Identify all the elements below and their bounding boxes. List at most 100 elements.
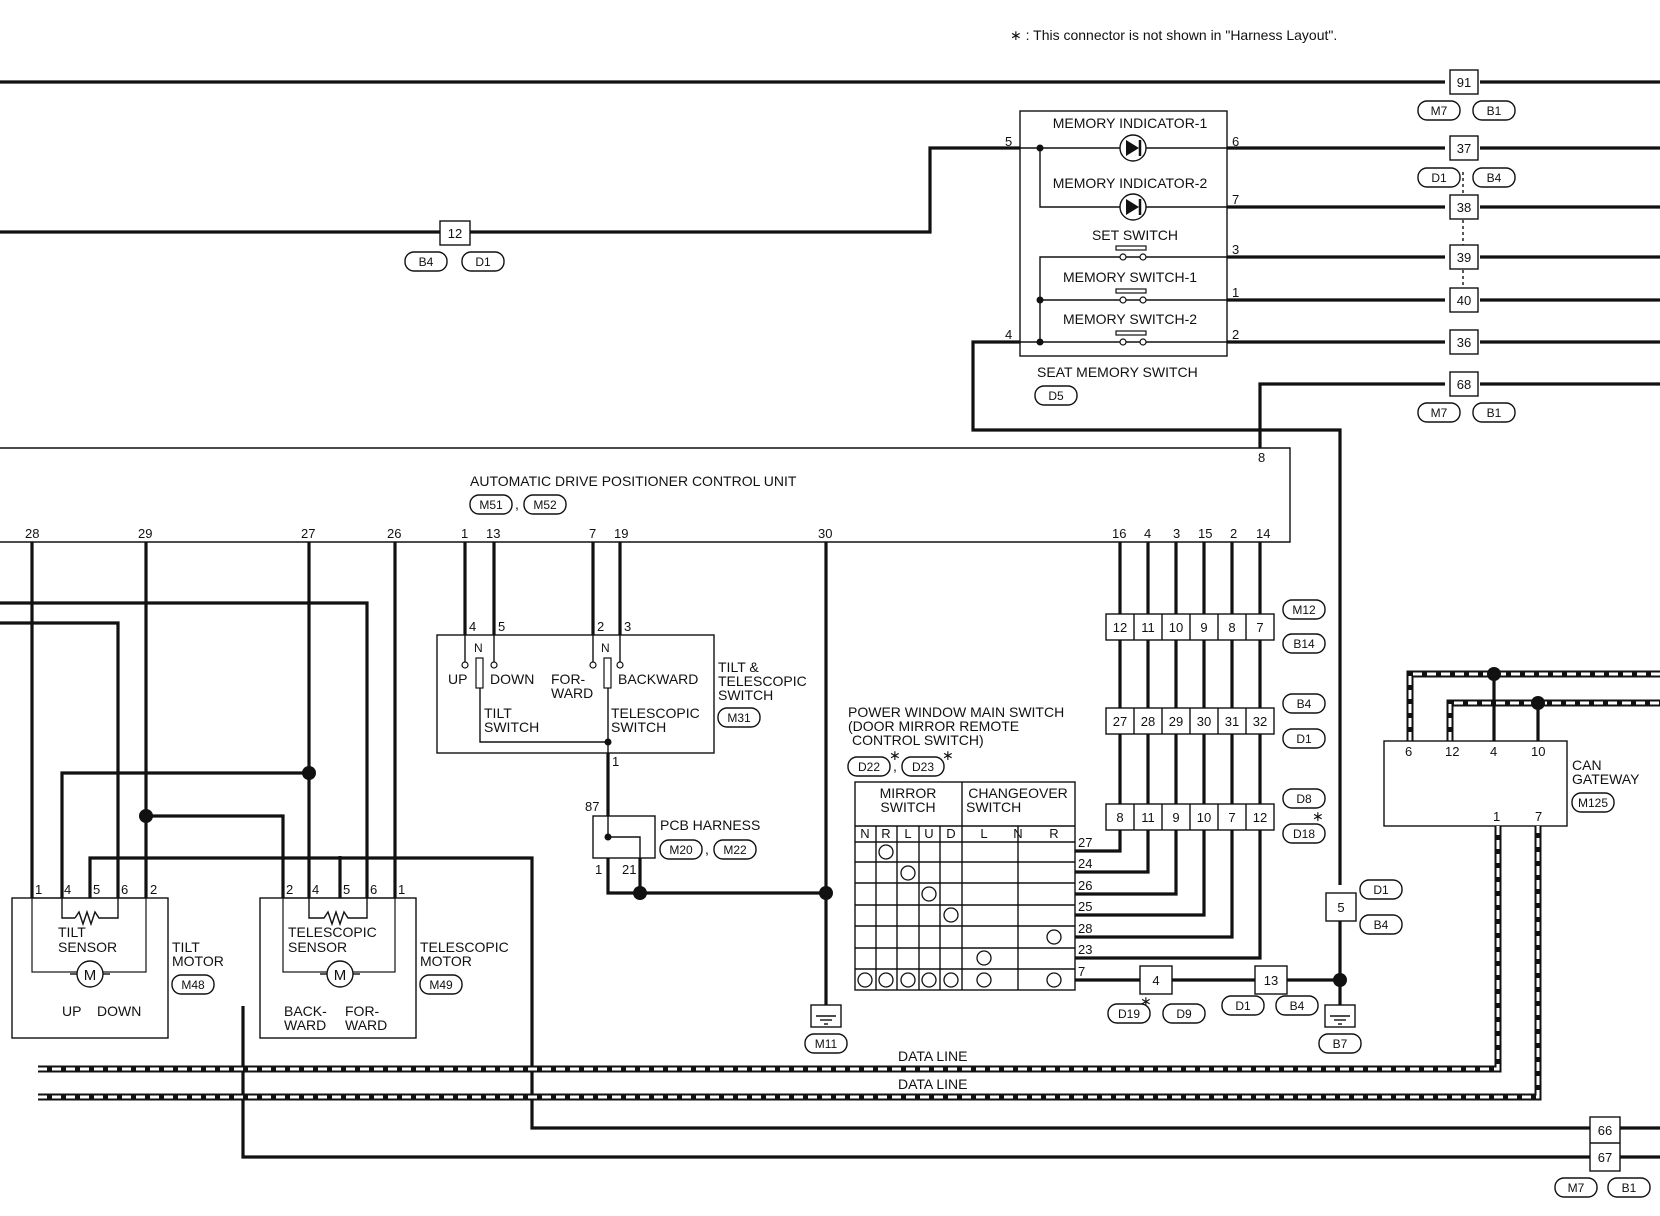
- svg-text:1: 1: [35, 882, 42, 897]
- svg-text:4: 4: [1005, 327, 1012, 342]
- svg-text:,: ,: [515, 496, 519, 512]
- svg-text:2: 2: [1232, 327, 1239, 342]
- svg-text:M51: M51: [479, 498, 503, 512]
- svg-text:24: 24: [1078, 856, 1092, 871]
- svg-text:B4: B4: [1297, 697, 1312, 711]
- svg-text:∗: ∗: [1312, 808, 1324, 824]
- svg-text:7: 7: [1535, 809, 1542, 824]
- led-icon: [1119, 134, 1147, 162]
- pcb-harness: 87 1 21 PCB HARNESS M20 , M22: [585, 542, 833, 1010]
- svg-text:7: 7: [1078, 964, 1085, 979]
- svg-text:CAN: CAN: [1572, 757, 1602, 773]
- pw-wires: [1075, 542, 1347, 1010]
- svg-text:MOTOR: MOTOR: [420, 953, 472, 969]
- power-window-main-switch: POWER WINDOW MAIN SWITCH (DOOR MIRROR RE…: [847, 704, 1092, 991]
- svg-text:2: 2: [286, 882, 293, 897]
- junction-connector-5: 5 D1 B4: [1325, 879, 1403, 935]
- svg-text:6: 6: [1405, 744, 1412, 759]
- svg-text:1: 1: [461, 526, 468, 541]
- svg-text:D1: D1: [1296, 732, 1312, 746]
- tilt-motor: 1 4 5 6 2 TILT SENSOR M UP DOWN TILT MOT…: [11, 882, 224, 1039]
- svg-text:26: 26: [387, 526, 401, 541]
- svg-text:31: 31: [1225, 714, 1239, 729]
- svg-text:37: 37: [1457, 141, 1471, 156]
- motor-wires: [0, 542, 1590, 1159]
- svg-text:(DOOR MIRROR REMOTE: (DOOR MIRROR REMOTE: [848, 718, 1019, 734]
- svg-text:M22: M22: [723, 843, 747, 857]
- svg-text:40: 40: [1457, 293, 1471, 308]
- svg-text:D18: D18: [1293, 827, 1315, 841]
- adp-control-unit: 8 AUTOMATIC DRIVE POSITIONER CONTROL UNI…: [0, 447, 1291, 543]
- can-gateway: 6 12 4 10 1 7 CAN GATEWAY M125: [1383, 667, 1660, 827]
- svg-text:B1: B1: [1622, 1181, 1637, 1195]
- svg-text:TELESCOPIC: TELESCOPIC: [718, 673, 807, 689]
- svg-text:4: 4: [64, 882, 71, 897]
- svg-text:29: 29: [138, 526, 152, 541]
- svg-text:8: 8: [1116, 810, 1123, 825]
- svg-text:8: 8: [1258, 450, 1265, 465]
- tilt-telescopic-switch: 4 5 2 3 N UP DOWN TILT SWITCH N FOR- WAR…: [436, 542, 807, 769]
- junction-connector-12: 12 B4 D1: [404, 220, 505, 272]
- svg-text:3: 3: [1232, 242, 1239, 257]
- svg-text:14: 14: [1256, 526, 1270, 541]
- ground-icon: B7: [1318, 1004, 1362, 1054]
- svg-text:12: 12: [1253, 810, 1267, 825]
- svg-text:N: N: [860, 826, 869, 841]
- svg-text:L: L: [904, 826, 911, 841]
- svg-text:21: 21: [622, 862, 636, 877]
- svg-text:L: L: [980, 826, 987, 841]
- svg-text:,: ,: [705, 841, 709, 857]
- motor-icon: M: [70, 960, 110, 988]
- svg-text:D1: D1: [1235, 999, 1251, 1013]
- svg-text:D22: D22: [858, 760, 880, 774]
- svg-text:M7: M7: [1568, 1181, 1585, 1195]
- svg-text:15: 15: [1198, 526, 1212, 541]
- svg-text:∗: ∗: [889, 747, 901, 763]
- svg-text:4: 4: [469, 619, 476, 634]
- svg-text:29: 29: [1169, 714, 1183, 729]
- svg-text:4: 4: [1152, 973, 1159, 988]
- svg-text:D8: D8: [1296, 792, 1312, 806]
- svg-text:28: 28: [1141, 714, 1155, 729]
- svg-text:TELESCOPIC: TELESCOPIC: [611, 705, 700, 721]
- svg-text:SWITCH: SWITCH: [880, 799, 935, 815]
- svg-text:B7: B7: [1333, 1037, 1348, 1051]
- svg-text:WARD: WARD: [551, 685, 593, 701]
- svg-text:M49: M49: [429, 978, 453, 992]
- svg-text:DATA LINE: DATA LINE: [898, 1048, 968, 1064]
- svg-text:POWER WINDOW MAIN SWITCH: POWER WINDOW MAIN SWITCH: [848, 704, 1064, 720]
- svg-text:7: 7: [1228, 810, 1235, 825]
- svg-text:PCB HARNESS: PCB HARNESS: [660, 817, 760, 833]
- svg-text:3: 3: [624, 619, 631, 634]
- svg-text:2: 2: [1230, 526, 1237, 541]
- svg-text:23: 23: [1078, 942, 1092, 957]
- seat-memory-switch: MEMORY INDICATOR-1 MEMORY INDICATOR-2 SE…: [1005, 110, 1239, 406]
- svg-text:13: 13: [1264, 973, 1278, 988]
- harness-note: ∗ : This connector is not shown in "Harn…: [1010, 27, 1337, 43]
- svg-text:SENSOR: SENSOR: [58, 939, 117, 955]
- svg-text:TELESCOPIC: TELESCOPIC: [420, 939, 509, 955]
- junction-connector-bottom: 66 67 M7 B1: [1554, 1116, 1660, 1198]
- svg-text:8: 8: [1228, 620, 1235, 635]
- telescopic-motor: 2 4 5 6 1 TELESCOPIC SENSOR M BACK- WARD…: [259, 882, 509, 1039]
- svg-text:6: 6: [370, 882, 377, 897]
- svg-text:1: 1: [398, 882, 405, 897]
- svg-text:36: 36: [1457, 335, 1471, 350]
- svg-text:N: N: [1013, 826, 1022, 841]
- svg-text:M7: M7: [1431, 104, 1448, 118]
- svg-text:5: 5: [93, 882, 100, 897]
- svg-text:MEMORY INDICATOR-1: MEMORY INDICATOR-1: [1053, 115, 1208, 131]
- svg-text:FOR-: FOR-: [345, 1003, 380, 1019]
- svg-text:5: 5: [1005, 134, 1012, 149]
- svg-text:R: R: [1049, 826, 1058, 841]
- junction-connector-4: 4 ∗ D19 D9: [1107, 965, 1206, 1024]
- svg-text:TILT &: TILT &: [718, 659, 759, 675]
- svg-text:M125: M125: [1578, 796, 1608, 810]
- svg-text:UP: UP: [448, 671, 467, 687]
- switch-icon: [1115, 330, 1147, 346]
- ground-icon: M11: [804, 1004, 848, 1054]
- svg-text:CONTROL SWITCH): CONTROL SWITCH): [852, 732, 984, 748]
- junction-connector-right: 91 M7 B1 37 D1 B4 38 39 40 36 68 M7 B1: [1417, 69, 1516, 423]
- svg-text:M11: M11: [815, 1037, 838, 1051]
